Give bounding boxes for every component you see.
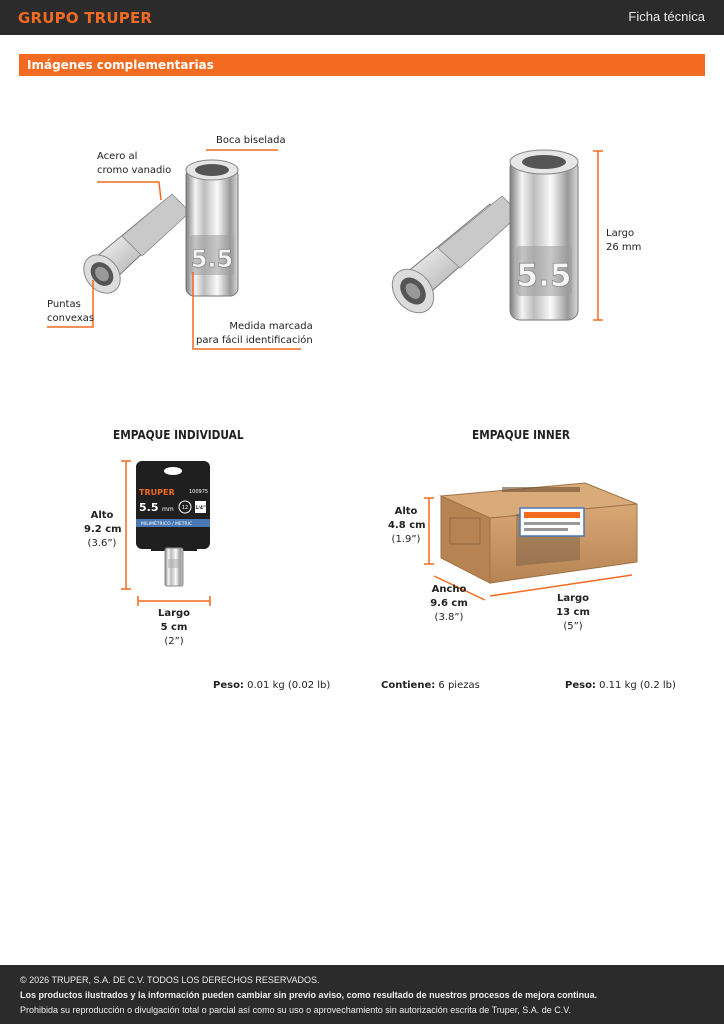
inner-pack-image (424, 482, 638, 601)
cardboard-box (439, 482, 638, 584)
callout-line-steel (97, 181, 162, 201)
socket-pair-image-left: 5.5 (47, 149, 301, 350)
document-type: Ficha técnica (628, 9, 705, 24)
inner-pack-title: EMPAQUE INNER (472, 428, 571, 442)
callout-bevel: Boca biselada (216, 135, 286, 146)
card-drive: 1/4” (195, 505, 206, 511)
callout-line-points (47, 280, 94, 328)
section-title: Imágenes complementarias (27, 58, 214, 72)
inner-width-label: Ancho 9.6 cm (3.8”) (430, 584, 468, 623)
inner-length-label: Largo 13 cm (5”) (556, 593, 590, 632)
individual-pack-image: TRUPER 100975 5.5 mm 12 1/4” MILIMÉTRICO… (121, 460, 211, 606)
footer-prohibition: Prohibida su reproducción o divulgación … (20, 1005, 571, 1015)
footer: © 2026 TRUPER, S.A. DE C.V. TODOS LOS DE… (0, 965, 724, 1024)
socket-size-mark: 5.5 (191, 245, 234, 273)
callout-points: Puntas convexas (47, 299, 95, 324)
card-points: 12 (182, 505, 188, 511)
inner-weight: Peso: 0.11 kg (0.2 lb) (565, 680, 676, 691)
individual-weight: Peso: 0.01 kg (0.02 lb) (213, 680, 331, 691)
card-system: MILIMÉTRICO / METRIC (141, 519, 192, 527)
card-size: 5.5 (139, 501, 159, 514)
inner-length-dimension (489, 574, 633, 597)
inner-width-dimension (433, 575, 486, 601)
inner-height-label: Alto 4.8 cm (1.9”) (388, 506, 426, 545)
socket-size-mark-right: 5.5 (517, 258, 572, 294)
footer-copyright: © 2026 TRUPER, S.A. DE C.V. TODOS LOS DE… (20, 975, 320, 985)
brand-logo: GRUPO TRUPER (18, 9, 153, 27)
footer-notice: Los productos ilustrados y la informació… (20, 990, 598, 1000)
top-header-bar: GRUPO TRUPER Ficha técnica (0, 0, 724, 35)
card-brand: TRUPER (139, 488, 175, 497)
blister-card: TRUPER 100975 5.5 mm 12 1/4” MILIMÉTRICO… (136, 461, 210, 587)
inner-contents: Contiene: 6 piezas (381, 680, 480, 691)
individual-height-label: Alto 9.2 cm (3.6”) (84, 510, 122, 549)
callout-line-marking (192, 272, 301, 350)
socket-standing: 5.5 (185, 159, 239, 297)
socket-pair-image-right: 5.5 (391, 149, 603, 321)
inner-height-dimension (424, 497, 434, 565)
length-dimension-line (593, 150, 603, 321)
card-unit: mm (162, 506, 174, 513)
callout-steel: Acero al cromo vanadio (97, 151, 172, 176)
card-code: 100975 (189, 489, 208, 495)
callout-marking: Medida marcada para fácil identificación (196, 321, 313, 346)
individual-height-dimension (121, 460, 131, 590)
individual-length-dimension (137, 596, 211, 606)
section-header: Imágenes complementarias (19, 54, 705, 76)
individual-pack-title: EMPAQUE INDIVIDUAL (113, 428, 244, 442)
individual-length-label: Largo 5 cm (2”) (157, 608, 191, 647)
